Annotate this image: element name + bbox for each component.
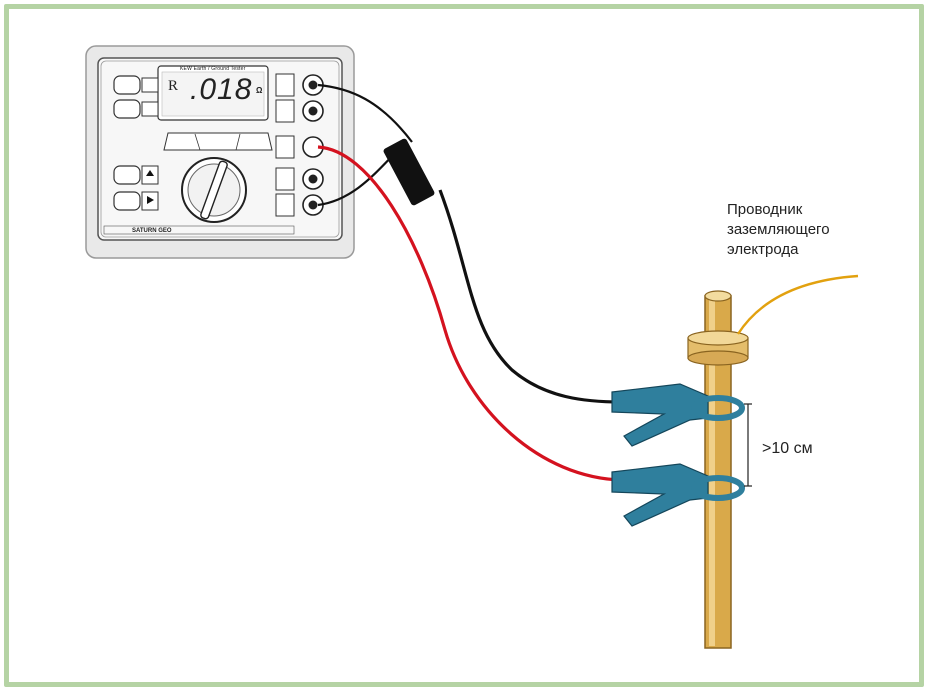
rotary-dial[interactable] — [181, 157, 247, 223]
upper-clamp — [611, 383, 745, 447]
device-brand: SATURN GEO — [132, 228, 172, 234]
device-title: KEW Earth / Ground Tester — [180, 66, 246, 72]
earth-tester-device — [85, 45, 355, 259]
black-lead — [438, 189, 623, 404]
electrode-conductor-wire — [736, 274, 859, 335]
conductor-label-line-2: заземляющего — [727, 221, 830, 238]
up-arrow-icon — [146, 170, 154, 176]
left-lower-button[interactable] — [113, 99, 141, 119]
display-button[interactable] — [141, 101, 159, 117]
distance-label: >10 см — [762, 440, 813, 457]
play-icon — [147, 196, 154, 204]
terminal-column — [275, 73, 324, 217]
conductor-label-line-3: электрода — [727, 241, 799, 258]
lower-clamp — [611, 463, 745, 527]
ground-electrode-rod — [687, 290, 749, 649]
red-lead — [317, 145, 623, 482]
display-reading: .018 — [190, 73, 253, 106]
up-button-frame[interactable] — [113, 165, 141, 185]
display-symbol: R — [168, 78, 179, 94]
conductor-label: Проводник заземляющего электрода — [727, 200, 867, 260]
lead-sleeve — [383, 138, 435, 206]
conductor-label-line-1: Проводник — [727, 201, 803, 218]
left-upper-button[interactable] — [113, 75, 141, 95]
test-leads — [317, 83, 623, 482]
start-button[interactable] — [141, 77, 159, 93]
display-unit: Ω — [256, 86, 263, 95]
range-panel — [163, 132, 273, 151]
distance-dimension — [744, 403, 752, 487]
play-button-frame[interactable] — [113, 191, 141, 211]
